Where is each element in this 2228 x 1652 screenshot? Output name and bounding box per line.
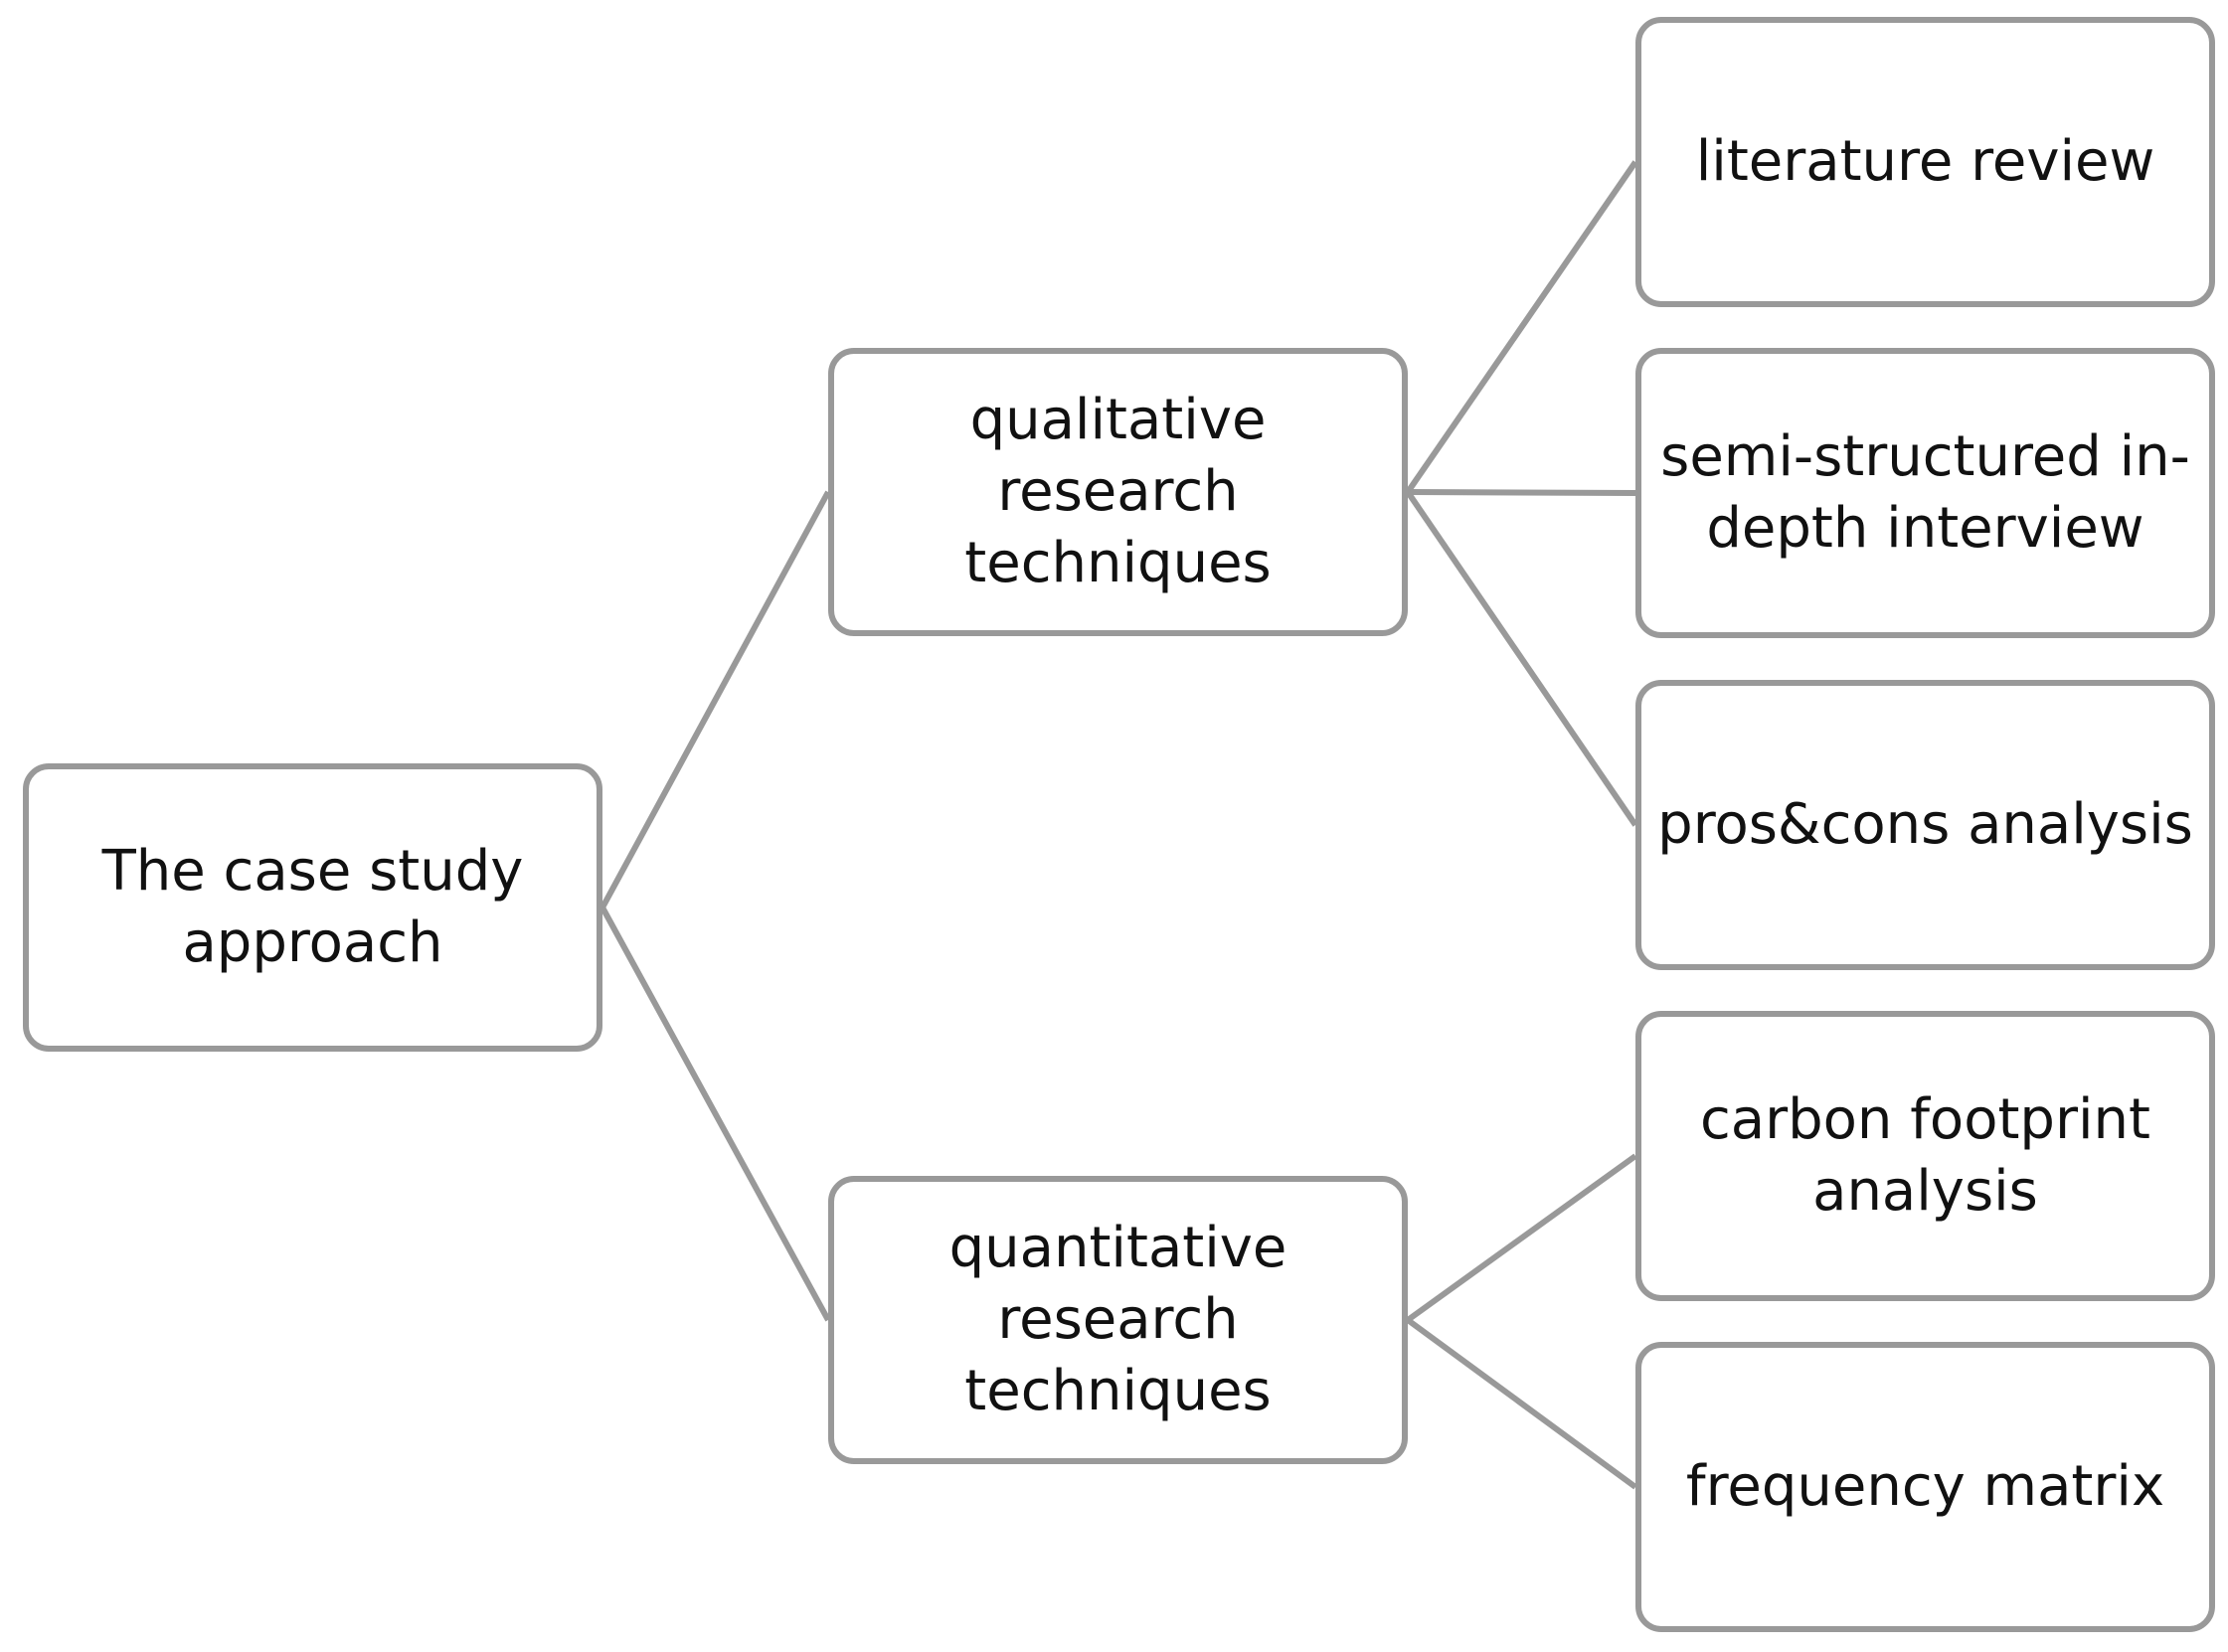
node-carbon-footprint-analysis: carbon footprint analysis	[1635, 1011, 2215, 1301]
node-label-line: pros&cons analysis	[1657, 792, 2193, 857]
node-label-line: quantitative	[948, 1216, 1287, 1280]
edge-root-quantitative	[600, 906, 831, 1322]
edge-quantitative-carbon	[1406, 1153, 1637, 1323]
node-label-line: literature review	[1695, 129, 2155, 194]
node-label-line: depth interview	[1706, 496, 2144, 561]
edge-quantitative-frequency	[1406, 1317, 1637, 1490]
node-label-line: frequency matrix	[1685, 1454, 2165, 1519]
node-label-line: The case study	[101, 839, 524, 904]
edge-qualitative-pros	[1405, 490, 1638, 827]
node-case-study-approach: The case study approach	[23, 763, 602, 1052]
node-qualitative-research-techniques: qualitative research techniques	[828, 348, 1408, 636]
node-literature-review: literature review	[1635, 17, 2215, 307]
node-label-line: semi-structured in-	[1660, 424, 2190, 489]
node-label-line: qualitative	[969, 388, 1267, 452]
node-semi-structured-interview: semi-structured in- depth interview	[1635, 348, 2215, 638]
node-label-line: analysis	[1812, 1159, 2038, 1224]
node-label-line: approach	[182, 910, 443, 975]
node-frequency-matrix: frequency matrix	[1635, 1342, 2215, 1632]
edge-qualitative-literature	[1405, 160, 1638, 494]
edge-qualitative-semi	[1407, 489, 1636, 496]
node-pros-cons-analysis: pros&cons analysis	[1635, 680, 2215, 970]
node-label-line: research techniques	[964, 459, 1272, 595]
node-quantitative-research-techniques: quantitative research techniques	[828, 1176, 1408, 1464]
edge-root-qualitative	[600, 490, 831, 909]
node-label-line: research techniques	[964, 1287, 1272, 1423]
node-label-line: carbon footprint	[1699, 1087, 2150, 1152]
